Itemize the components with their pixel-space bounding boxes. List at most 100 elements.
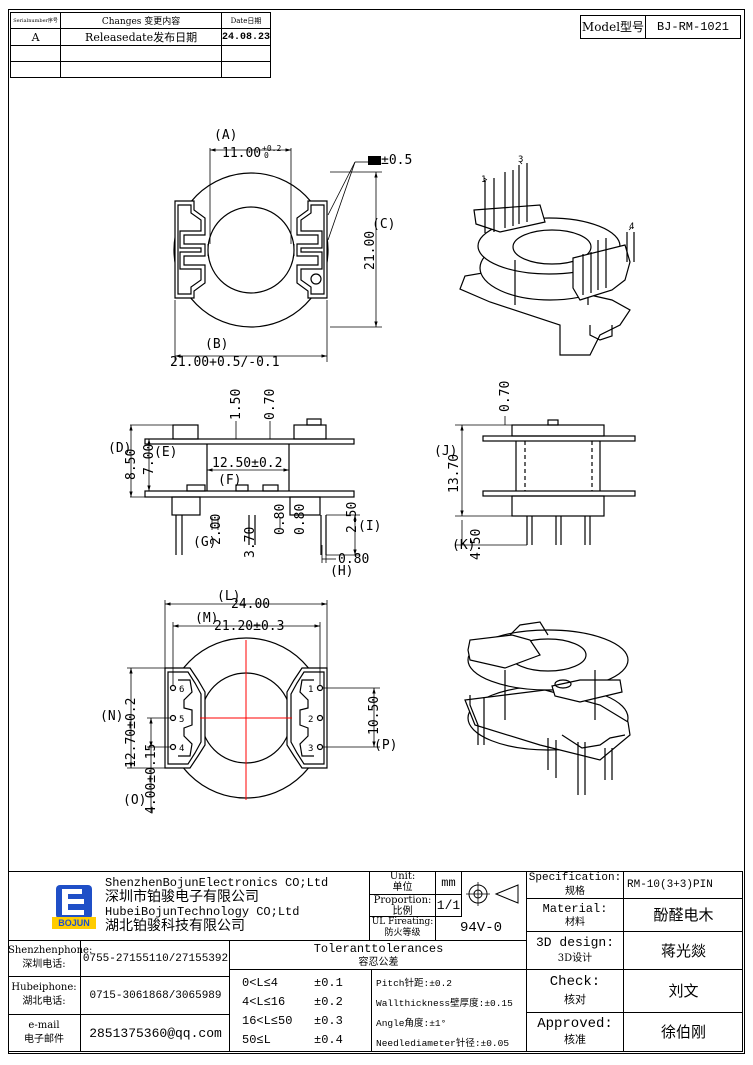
material-value: 酚醛电木: [624, 899, 743, 932]
tol-range-2: 16<L≤50: [242, 1014, 293, 1028]
iso-view-top: [459, 163, 635, 356]
note-value: ±0.5: [381, 153, 412, 168]
design-value: 蒋光燚: [624, 932, 743, 970]
end-k-value: 4.50: [469, 529, 484, 560]
title-block: [8, 871, 743, 1052]
contact-hb-value: 0715-3061868/3065989: [81, 977, 230, 1015]
pin-6: 6: [179, 685, 184, 695]
approved-label: Approved:: [537, 1016, 613, 1032]
check-value: 刘文: [624, 970, 743, 1013]
side-f-value: 12.50±0.2: [212, 456, 282, 471]
proportion-label: Proportion:: [373, 895, 432, 906]
contacts-section: Shenzhenphone: 深圳电话: 0755-27155110/27155…: [8, 941, 230, 1052]
iso-pin-3: 3: [518, 155, 523, 165]
company2-name-cn: 湖北铂骏科技有限公司: [105, 919, 245, 935]
drawing-frame: [8, 9, 745, 1054]
model-label: Model型号: [581, 16, 646, 38]
side-i-label: (I): [358, 519, 381, 534]
material-label: Material:: [542, 902, 608, 916]
side-e-value: 7.00: [142, 444, 157, 475]
company-name-cn: 深圳市铂骏电子有限公司: [105, 890, 259, 906]
ul-value: 94V-0: [459, 920, 502, 936]
tol-note-needle: Needlediameter针径:±0.05: [376, 1038, 510, 1049]
logo: BOJUN: [52, 883, 96, 929]
unit-label-cn: 单位: [392, 882, 413, 893]
empty-cell: [220, 61, 272, 78]
pin-1: 1: [308, 685, 313, 695]
tol-value-0: ±0.1: [314, 976, 343, 990]
bottom-l-value: 24.00: [231, 597, 270, 612]
logo-text: BOJUN: [58, 918, 90, 928]
end-view: [482, 419, 636, 545]
side-h-label: (H): [330, 564, 353, 579]
tol-range-0: 0<L≤4: [242, 976, 279, 990]
end-j-value: 13.70: [447, 454, 462, 493]
approved-value: 徐伯刚: [660, 1023, 706, 1041]
pin-4: 4: [179, 744, 184, 754]
tol-value-2: ±0.3: [314, 1014, 343, 1028]
unit-label: Unit:: [389, 871, 416, 882]
tol-range-3: 50≤L: [242, 1033, 271, 1047]
tol-note-pitch: Pitch针距:±0.2: [376, 978, 453, 989]
dim-a-tol-lower: 0: [264, 151, 269, 160]
engineering-drawing: (A) 11.00 +0.2 0 (B) 21.00+0.5/-0.1 (C) …: [100, 128, 636, 814]
empty-cell: [9, 61, 62, 78]
tol-range-1: 4<L≤16: [242, 995, 286, 1009]
contact-sz-label: Shenzhenphone:: [8, 945, 93, 956]
iso-view-bottom: [464, 621, 631, 795]
end-k-label: (K): [452, 538, 475, 553]
side-g-label: (G): [193, 535, 216, 550]
pin-2: 2: [308, 715, 313, 725]
spec-label: Specification:: [528, 872, 622, 884]
dim-a-tol-upper: +0.2: [262, 144, 281, 153]
tolerance-section: Toleranttolerances 容忍公差 0<L≤4 4<L≤16 16<…: [230, 941, 527, 1052]
tolerance-title-cn: 容忍公差: [358, 957, 399, 968]
bottom-m-value: 21.20±0.3: [214, 619, 284, 634]
bottom-o-label: (O): [123, 793, 146, 808]
approved-label-cn: 核准: [564, 1033, 586, 1046]
material-label-cn: 材料: [565, 917, 585, 928]
dim-a-label: (A): [214, 128, 237, 143]
unit-value: mm: [436, 871, 462, 895]
bottom-p-label: (P): [374, 738, 397, 753]
contact-hb-label-cn: 湖北电话:: [22, 996, 66, 1007]
pin-5: 5: [179, 715, 184, 725]
tolerance-title: Toleranttolerances: [313, 942, 444, 956]
end-top-value: 0.70: [498, 381, 513, 412]
iso-pin-1: 1: [481, 175, 486, 185]
dim-b-label: (B): [205, 337, 228, 352]
dim-c-label: (C): [372, 217, 395, 232]
dim-c-value: 21.00: [363, 231, 378, 270]
dim-a-value: 11.00: [222, 146, 261, 161]
tol-value-3: ±0.4: [314, 1033, 343, 1047]
ul-label: UL Fireating:: [371, 917, 434, 927]
bottom-m-label: (M): [195, 611, 218, 626]
revision-table: Serialnumber序号 Changes 变更内容 Date日期 A Rel…: [9, 12, 272, 78]
side-f-label: (F): [218, 473, 241, 488]
dim-b-value: 21.00+0.5/-0.1: [170, 355, 280, 370]
end-j-label: (J): [434, 444, 457, 459]
bottom-o-value: 4.00±0.15: [144, 744, 159, 814]
side-d-value: 8.50: [124, 449, 139, 480]
scale-section: Unit: 单位 mm Proportion: 比例 1/1 UL Fireat…: [370, 871, 527, 941]
design-label-cn: 3D设计: [557, 953, 593, 964]
side-value-370: 3.70: [243, 527, 258, 558]
model-box: Model型号 BJ-RM-1021: [580, 15, 741, 39]
side-value-070: 0.70: [263, 389, 278, 420]
bottom-l-label: (L): [217, 589, 240, 604]
contact-email-value[interactable]: 2851375360@qq.com: [89, 1026, 222, 1041]
ul-label-cn: 防火等级: [384, 928, 421, 938]
spec-value: RM-10(3+3)PIN: [624, 871, 743, 899]
bottom-p-value: 10.50: [367, 696, 382, 735]
bottom-n-label: (N): [100, 709, 123, 724]
spec-section: Specification: 规格 RM-10(3+3)PIN Material…: [527, 871, 743, 1052]
contact-sz-label-cn: 深圳电话:: [22, 959, 66, 970]
side-g-value: 2.00: [209, 514, 224, 545]
proportion-label-cn: 比例: [392, 906, 413, 917]
model-value: BJ-RM-1021: [656, 20, 729, 34]
company-section: BOJUN ShenzhenBojunElectronics CO;Ltd 深圳…: [8, 871, 370, 941]
check-label-cn: 核对: [564, 993, 586, 1006]
side-value-080: 0.80: [273, 504, 288, 535]
design-label: 3D design:: [535, 935, 614, 950]
side-d-label: (D): [108, 441, 131, 456]
